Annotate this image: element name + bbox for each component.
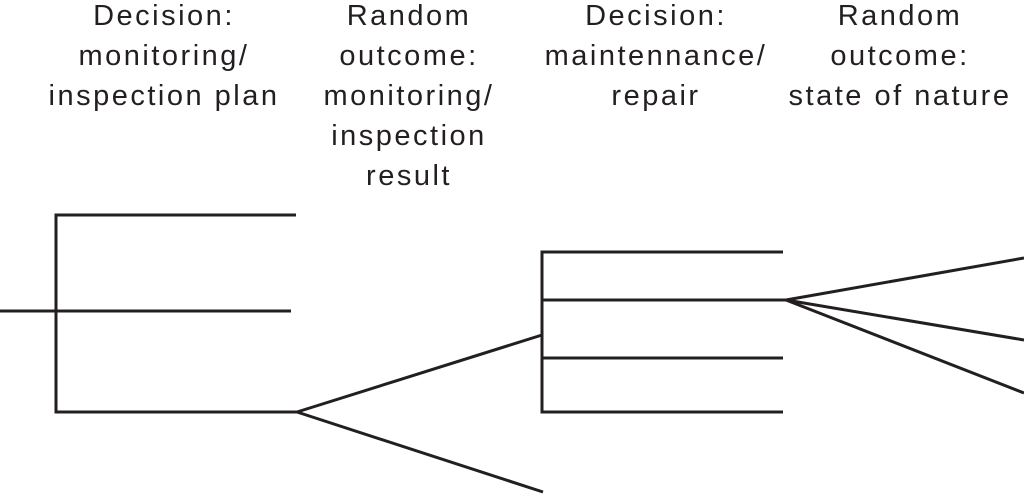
header-line: Random xyxy=(837,0,963,32)
header-line: outcome: xyxy=(830,40,970,72)
chance-node-1-upper-branch xyxy=(296,333,543,414)
column-headers: Decision: monitoring/inspection plan Rando… xyxy=(0,0,1024,200)
chance-node-2-middle-branch xyxy=(785,298,1024,342)
header-line: Random xyxy=(346,0,472,32)
chance-node-2-upper-branch xyxy=(785,256,1024,302)
column-header-random-outcome-monitoring-inspection-result: Random outcome: monitoring/inspection resul… xyxy=(324,0,495,196)
header-line: monitoring/ xyxy=(323,80,495,112)
header-line: result xyxy=(366,160,452,192)
column-header-decision-monitoring-inspection-plan: Decision: monitoring/inspection plan xyxy=(49,0,280,116)
header-line: Decision: xyxy=(93,0,235,32)
header-line: inspection plan xyxy=(48,80,280,112)
chance-node-1-lower-branch xyxy=(296,410,544,494)
column-header-random-outcome-state-of-nature: Random outcome: state of nature xyxy=(789,0,1012,116)
header-line: monitoring/ xyxy=(78,40,250,72)
decision-node-2-bracket xyxy=(540,250,783,414)
header-line: repair xyxy=(611,80,701,112)
header-line: outcome: xyxy=(339,40,479,72)
chance-node-2-lower-branch xyxy=(785,298,1024,395)
header-line: state of nature xyxy=(788,80,1012,112)
header-line: inspection xyxy=(331,120,487,152)
column-header-decision-maintennance-repair: Decision: maintennance/repair xyxy=(545,0,768,116)
decision-node-1-bracket xyxy=(54,213,297,414)
header-line: maintennance/ xyxy=(544,40,768,72)
header-line: Decision: xyxy=(585,0,727,32)
